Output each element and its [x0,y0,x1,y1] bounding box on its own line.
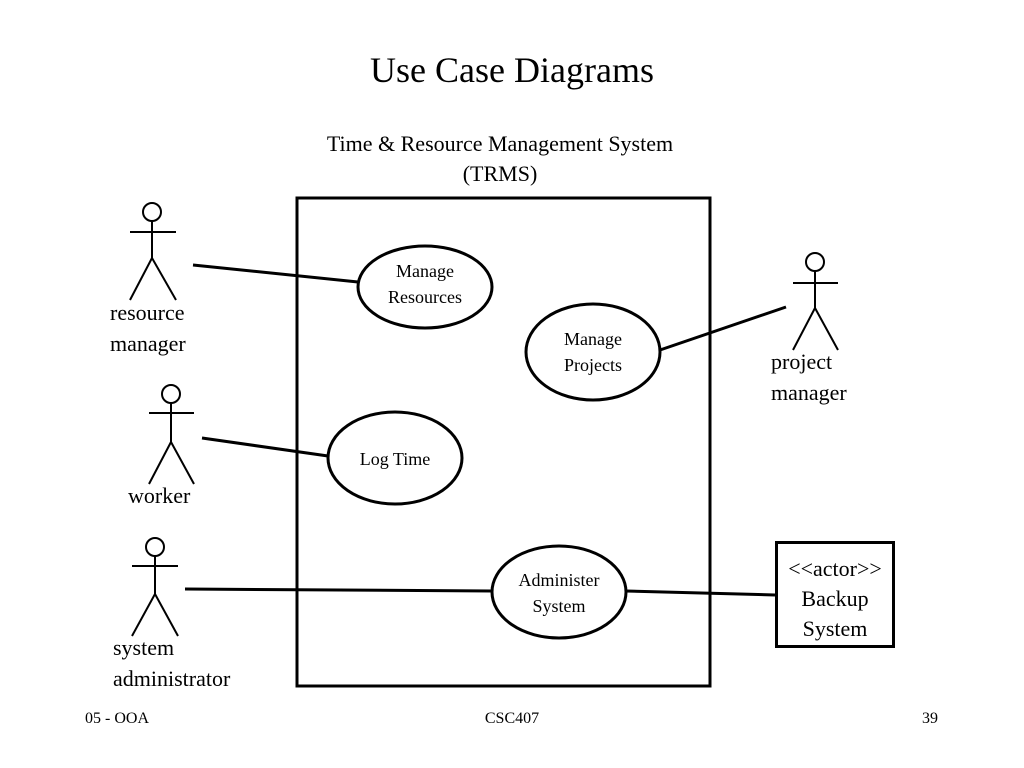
system-title-line2: (TRMS) [462,161,538,186]
actor-system-administrator-figure [131,537,179,637]
actor-backup-system: <<actor>> Backup System [775,541,895,648]
system-title-line1: Time & Resource Management System [326,131,674,156]
association-administer-system-backup-system [625,589,776,597]
actor-stereotype: <<actor>> [788,556,882,581]
actor-worker-label: worker [128,480,190,511]
association-worker-log-time [201,436,329,458]
actor-label-line2: System [802,616,868,641]
actor-resource-manager-label: resource manager [110,297,186,359]
use-case-manage-projects: Manage Projects [526,326,660,378]
actor-label-line2: administrator [113,666,231,691]
use-case-label-line2: Resources [388,287,462,307]
actor-resource-manager-figure [129,202,177,301]
actor-label-line1: system [113,635,175,660]
use-case-label-line2: Projects [564,355,622,375]
use-case-administer-system: Administer System [492,567,626,619]
system-boundary [295,196,712,688]
use-case-label-line1: Log Time [359,449,431,469]
actor-worker-figure [148,384,195,485]
footer-left: 05 - OOA [85,710,149,727]
use-case-label-line1: Manage [396,261,454,281]
use-case-manage-resources-ellipse [356,244,494,330]
association-system-administrator-administer-system [184,587,493,593]
actor-label-line1: resource [110,300,185,325]
actor-system-administrator-label: system administrator [113,632,230,694]
association-resource-manager-manage-resources [192,263,359,284]
actor-label-line1: project [771,349,833,374]
actor-label-line1: worker [128,483,191,508]
footer-center: CSC407 [484,710,540,727]
actor-project-manager-label: project manager [771,346,847,408]
actor-project-manager-figure [792,252,839,351]
use-case-manage-resources: Manage Resources [358,258,492,310]
actor-label-line2: manager [771,380,847,405]
slide-title: Use Case Diagrams [370,50,654,90]
use-case-log-time-ellipse [326,410,464,506]
footer-page-number: 39 [922,710,938,727]
system-title: Time & Resource Management System (TRMS) [250,129,750,189]
actor-label-line2: manager [110,331,186,356]
use-case-log-time: Log Time [328,446,462,472]
use-case-label-line2: System [532,596,586,616]
use-case-label-line1: Manage [564,329,622,349]
actor-label-line1: Backup [801,586,869,611]
use-case-label-line1: Administer [518,570,600,590]
use-case-manage-projects-ellipse [524,302,662,402]
association-project-manager-manage-projects [659,305,787,352]
